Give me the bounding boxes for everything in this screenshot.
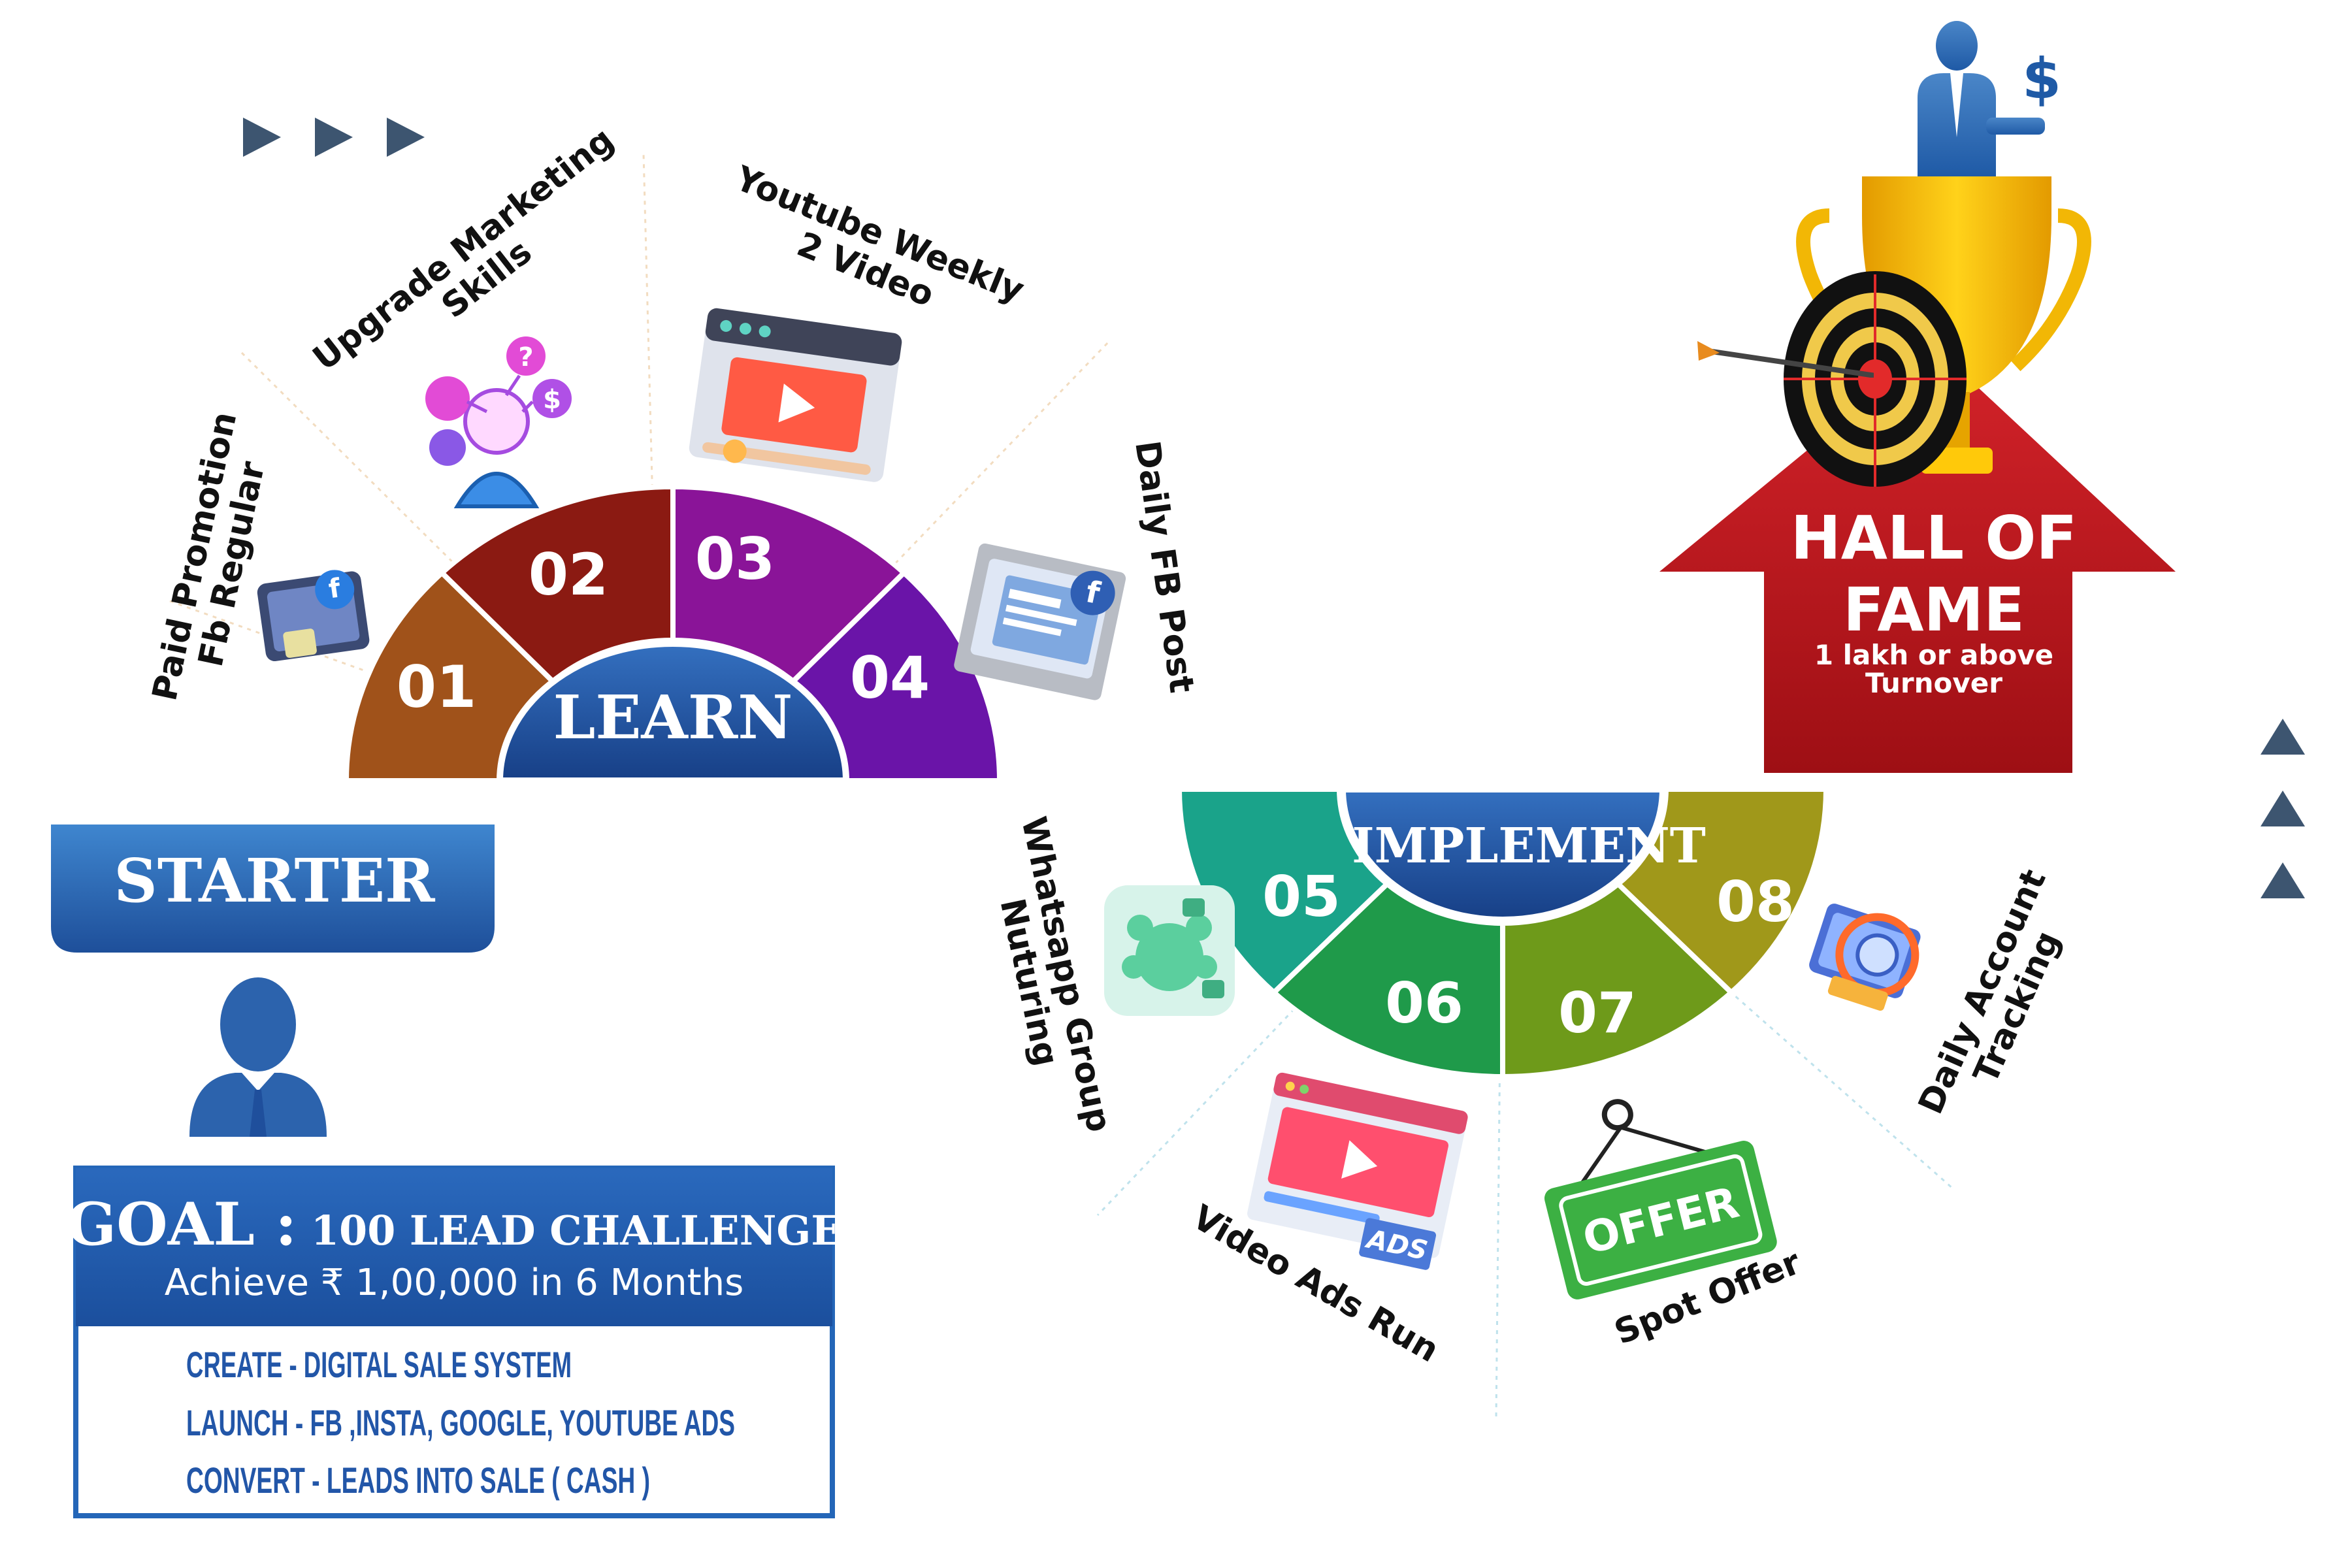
triangle-column-icon: [2261, 719, 2305, 898]
starter-banner: STARTER: [51, 825, 495, 953]
goal-list: CREATE - DIGITAL SALE SYSTEM LAUNCH - FB…: [186, 1344, 735, 1501]
step-number-01: 01: [397, 653, 476, 721]
hall-of-fame-title-2: FAME: [1843, 575, 2025, 645]
paid-promotion-icon: f: [257, 570, 370, 662]
step-number-03: 03: [695, 525, 775, 593]
goal-box: GOAL : 100 LEAD CHALLENGE Achieve ₹ 1,00…: [66, 1166, 842, 1518]
goal-item-convert: CONVERT - LEADS INTO SALE ( CASH ): [186, 1460, 650, 1501]
learn-hub: LEARN: [496, 640, 850, 784]
hall-of-fame: $ HALL OF FAME 1 lakh or above Turnover: [1659, 21, 2176, 773]
video-icon: [689, 308, 902, 482]
person-icon: [189, 977, 327, 1137]
step-label-08: Daily Account Tracking: [1911, 864, 2068, 1120]
facebook-post-icon: f: [954, 543, 1126, 700]
hall-of-fame-sub-1: 1 lakh or above: [1814, 639, 2053, 671]
hall-of-fame-title-1: HALL OF: [1791, 503, 2078, 573]
account-tracking-icon: [1809, 904, 1921, 1011]
step-number-08: 08: [1716, 870, 1795, 935]
step-number-05: 05: [1262, 864, 1341, 930]
step-label-01: Paid Promotion Fb Regular: [145, 408, 272, 704]
implement-step-numbers: 05 06 07 08: [1262, 864, 1795, 1046]
marketing-skills-icon: ? $: [425, 336, 572, 508]
goal-item-create: CREATE - DIGITAL SALE SYSTEM: [186, 1344, 572, 1385]
step-number-07: 07: [1558, 981, 1637, 1046]
svg-text:$: $: [543, 385, 561, 415]
implement-fan: [1176, 787, 1829, 1080]
step-number-02: 02: [529, 541, 608, 608]
video-ads-icon: ADS: [1247, 1072, 1468, 1270]
step-label-05: Whatsapp Group Nuturing: [992, 813, 1119, 1135]
step-number-06: 06: [1385, 971, 1463, 1036]
offer-sign-icon: OFFER: [1544, 1099, 1777, 1299]
svg-text:$: $: [2022, 46, 2061, 112]
goal-subtitle: Achieve ₹ 1,00,000 in 6 Months: [165, 1262, 744, 1304]
step-number-04: 04: [850, 644, 930, 711]
starter-label: STARTER: [114, 845, 435, 916]
learn-fan: [343, 483, 1003, 783]
goal-item-launch: LAUNCH - FB ,INSTA, GOOGLE, YOUTUBE ADS: [186, 1402, 735, 1443]
step-label-02: Upgrade Marketing Skills: [306, 120, 621, 379]
implement-label: IMPLEMENT: [1352, 818, 1706, 874]
whatsapp-group-icon: [1104, 885, 1235, 1016]
target-icon: [1697, 271, 1967, 487]
businessman-icon: $: [1918, 21, 2061, 176]
chevron-row-icon: [243, 118, 425, 157]
hall-of-fame-sub-2: Turnover: [1865, 667, 2002, 699]
learn-step-numbers: 01 02 03 04: [397, 525, 930, 721]
svg-text:Upgrade Marketing: Upgrade Marketing: [306, 120, 621, 379]
step-label-04: Daily FB Post: [1127, 438, 1201, 695]
goal-title: GOAL : 100 LEAD CHALLENGE: [66, 1190, 841, 1259]
implement-hub: IMPLEMENT: [1339, 786, 1706, 923]
svg-text:Daily FB Post: Daily FB Post: [1127, 438, 1201, 695]
svg-text:?: ?: [518, 342, 533, 372]
learn-label: LEARN: [553, 682, 793, 753]
